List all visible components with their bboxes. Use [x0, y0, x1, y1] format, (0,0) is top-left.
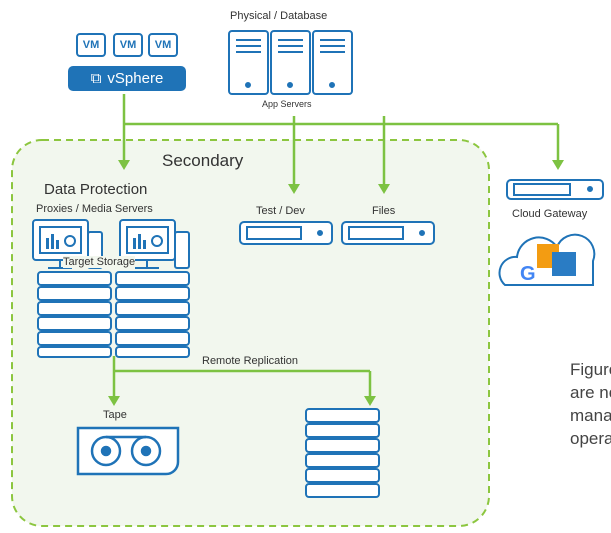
app-server-3 [312, 30, 353, 95]
test-dev-server [239, 221, 333, 245]
media-server-2 [119, 219, 190, 269]
replica-storage-array [305, 408, 380, 498]
vm-badge-1: VM [76, 33, 106, 57]
cloud-gateway-label: Cloud Gateway [512, 208, 588, 220]
tape-icon [76, 426, 180, 476]
storage-array-2 [115, 271, 190, 358]
app-server-1 [228, 30, 269, 95]
caption-line-4: opera [570, 429, 611, 448]
physical-database-label: Physical / Database [230, 10, 328, 22]
vm-badge-3: VM [148, 33, 178, 57]
arrowheads [108, 160, 564, 406]
vm-badge-2: VM [113, 33, 143, 57]
caption-line-2: are no [570, 383, 611, 402]
caption-line-1: Figure [570, 360, 611, 379]
svg-text:G: G [520, 263, 536, 285]
connection-lines [112, 94, 560, 396]
app-servers-label: App Servers [262, 99, 312, 109]
vsphere-badge: ⧉ vSphere [68, 66, 186, 91]
cloud-gateway-device [506, 179, 604, 200]
test-dev-label: Test / Dev [256, 205, 305, 217]
app-server-2 [270, 30, 311, 95]
tape-label: Tape [103, 409, 127, 421]
files-label: Files [372, 205, 396, 217]
vsphere-label: vSphere [107, 70, 164, 87]
files-server [341, 221, 435, 245]
proxies-media-servers-label: Proxies / Media Servers [36, 203, 153, 215]
figure-caption: Figure are no manag opera [570, 358, 611, 450]
remote-replication-label: Remote Replication [202, 355, 298, 367]
cloud-icon: G [498, 233, 596, 286]
target-storage-label: Target Storage [63, 256, 136, 268]
storage-array-1 [37, 271, 112, 358]
secondary-title: Secondary [162, 151, 244, 170]
caption-line-3: manag [570, 406, 611, 425]
vsphere-icon: ⧉ [90, 70, 102, 87]
data-protection-label: Data Protection [44, 181, 148, 198]
